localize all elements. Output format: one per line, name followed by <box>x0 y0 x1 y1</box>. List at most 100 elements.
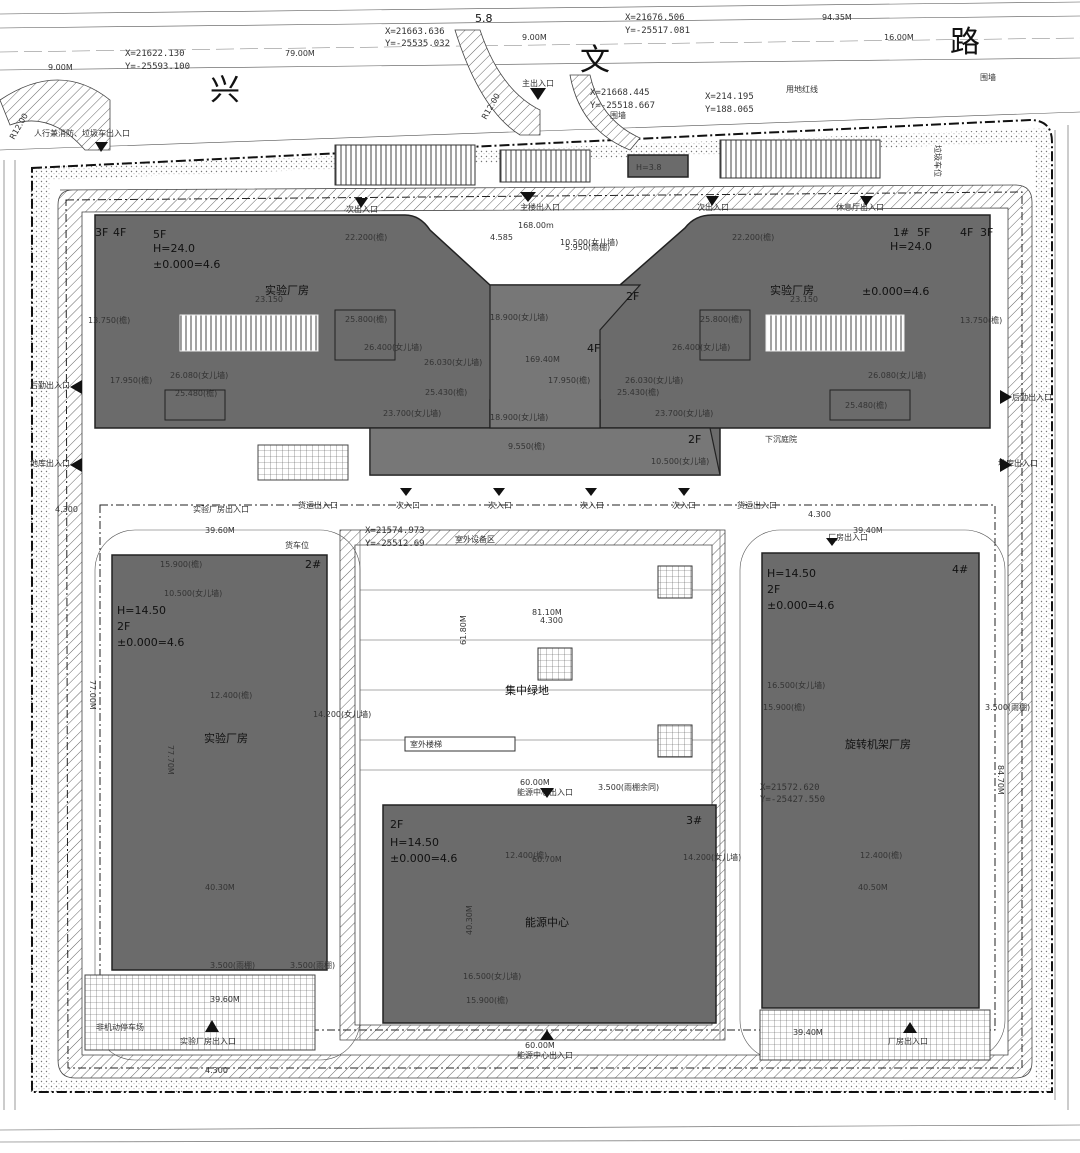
elev-4: 25.800(檐) <box>700 314 742 324</box>
label-garage-r: 地库出入口 <box>998 458 1038 468</box>
b3-name: 能源中心 <box>525 915 569 929</box>
elev-25: 16.500(女儿墙) <box>767 680 825 690</box>
coord-y-1: Y=-25535.032 <box>385 39 450 49</box>
parking-stripes <box>334 139 881 186</box>
elev-16: 23.700(女儿墙) <box>655 408 713 418</box>
b2-tag: 2# <box>305 558 321 571</box>
building-2 <box>111 554 328 971</box>
label-outdoor-equip: 室外设备区 <box>455 534 495 544</box>
label-sub-in-c: 次入口 <box>580 500 604 510</box>
label-garage-l: 地库出入口 <box>30 458 70 468</box>
label-main-entrance: 主出入口 <box>522 78 554 88</box>
elev-11: 26.030(女儿墙) <box>424 357 482 367</box>
coord-y-4: Y=-25518.667 <box>590 101 655 111</box>
green-area <box>360 565 720 771</box>
elev-24: 14.200(女儿墙) <box>313 709 371 719</box>
h38-label: H=3.8 <box>636 163 661 172</box>
dim-39c: 39.40M <box>853 526 883 535</box>
elev-19: 4.585 <box>490 233 513 242</box>
elev-35: 13.750(檐) <box>960 315 1002 325</box>
label-lab-entrance-b: 实验厂房出入口 <box>180 1036 236 1046</box>
elev-6: 26.400(女儿墙) <box>672 342 730 352</box>
dim-77b: 77.70M <box>166 745 175 775</box>
coord-x-4: X=21668.445 <box>590 88 650 98</box>
elev-32: 3.500(雨棚) <box>985 702 1030 712</box>
elev-7: 18.900(女儿墙) <box>490 312 548 322</box>
b1-4f-left: 4F <box>113 226 126 239</box>
dim-60a: 60.00M <box>520 778 550 787</box>
b1-4f-c: 4F <box>587 342 600 355</box>
dim-top1: 5.8 <box>475 12 493 25</box>
label-loading: 货车位 <box>285 540 309 550</box>
label-sub-in-a: 次入口 <box>396 500 420 510</box>
b3-height: H=14.50 <box>390 836 439 849</box>
b1-4f-right: 4F <box>960 226 973 239</box>
label-rear-entrance-r: 后勤出入口 <box>1012 392 1052 402</box>
b4-level: ±0.000=4.6 <box>767 599 834 612</box>
elev-12: 26.030(女儿墙) <box>625 375 683 385</box>
coord-y-2: Y=-25517.081 <box>625 26 690 36</box>
elev-36: 26.080(女儿墙) <box>170 370 228 380</box>
building-2-labels: 2# H=14.50 2F ±0.000=4.6 12.400(檐) 实验厂房 <box>117 558 321 745</box>
elev-15: 23.700(女儿墙) <box>383 408 441 418</box>
label-cargo-entrance-a: 货运出入口 <box>298 500 338 510</box>
b4-name: 旋转机架厂房 <box>845 737 911 751</box>
building-1 <box>94 214 991 476</box>
label-factory-entrance-a: 厂房出入口 <box>828 532 868 542</box>
road-char-lu: 路 <box>950 25 980 60</box>
building-3-labels: 2F 3# H=14.50 ±0.000=4.6 12.400(檐) 能源中心 <box>390 814 702 929</box>
label-sub-entrance-a: 次出入口 <box>346 204 378 214</box>
elev-26: 15.900(檐) <box>763 702 805 712</box>
elev-23: 10.500(女儿墙) <box>164 588 222 598</box>
elev-3: 25.800(檐) <box>345 314 387 324</box>
b1-3f-right: 3F <box>980 226 993 239</box>
elev-10: 17.950(檐) <box>110 375 152 385</box>
label-cargo-entrance-b: 货运出入口 <box>737 500 777 510</box>
label-factory-entrance-b: 厂房出入口 <box>888 1036 928 1046</box>
elev-1: 22.200(檐) <box>345 232 387 242</box>
label-wall-b: 围墙 <box>980 72 996 82</box>
elev-22: 15.900(檐) <box>160 559 202 569</box>
building-3 <box>382 804 717 1024</box>
b2-level: ±0.000=4.6 <box>117 636 184 649</box>
dim-169: 169.40M <box>525 355 560 364</box>
elev-40: 23.150 <box>255 295 283 304</box>
b3-floors: 2F <box>390 818 403 831</box>
b3-tag: 3# <box>686 814 702 827</box>
b4-height: H=14.50 <box>767 567 816 580</box>
coord-y-6: Y=-25512.69 <box>365 539 425 549</box>
elev-37: 26.080(女儿墙) <box>868 370 926 380</box>
b1-2f-a: 2F <box>626 290 639 303</box>
elev-30: 3.500(雨棚) <box>210 960 255 970</box>
b1-height-left: H=24.0 <box>153 242 195 255</box>
coord-y-3: Y=-25593.100 <box>125 62 190 72</box>
coord-y-7: Y=-25427.550 <box>760 795 825 805</box>
elev-21: 10.500(女儿墙) <box>560 237 618 247</box>
dim-39d: 39.40M <box>793 1028 823 1037</box>
coord-x-6: X=21574.973 <box>365 526 425 536</box>
elev-17: 9.550(檐) <box>508 441 545 451</box>
entrance-arrows <box>70 88 1012 1040</box>
dim-4300d: 4.300 <box>808 510 831 519</box>
b1-3f-left: 3F <box>95 226 108 239</box>
dim-40a: 40.30M <box>205 883 235 892</box>
b1-tag: 1# <box>893 226 909 239</box>
road-char-xing: 兴 <box>210 73 240 108</box>
dim-60b: 60.70M <box>532 855 562 864</box>
coord-x-7: X=21572.620 <box>760 783 820 793</box>
dim-40c: 40.50M <box>858 883 888 892</box>
label-sub-entrance-b: 次出入口 <box>697 202 729 212</box>
label-wall-a: 围墙 <box>610 110 626 120</box>
elev-14: 25.430(檐) <box>617 387 659 397</box>
label-sub-in-b: 次入口 <box>488 500 512 510</box>
elev-2: 22.200(檐) <box>732 232 774 242</box>
label-waste: 垃圾车位 <box>933 145 943 177</box>
dim-61: 61.80M <box>459 615 468 645</box>
elev-34: 13.750(檐) <box>88 315 130 325</box>
label-energy-entrance-b: 能源中心出入口 <box>517 1050 573 1060</box>
coord-x-5: X=214.195 <box>705 92 754 102</box>
b1-floors-right: 5F <box>917 226 930 239</box>
elevations: 22.200(檐) 22.200(檐) 25.800(檐) 25.800(檐) … <box>88 232 1030 1005</box>
label-redline: 用地红线 <box>786 84 818 94</box>
elev-20: 5.950(雨棚) <box>565 242 610 252</box>
